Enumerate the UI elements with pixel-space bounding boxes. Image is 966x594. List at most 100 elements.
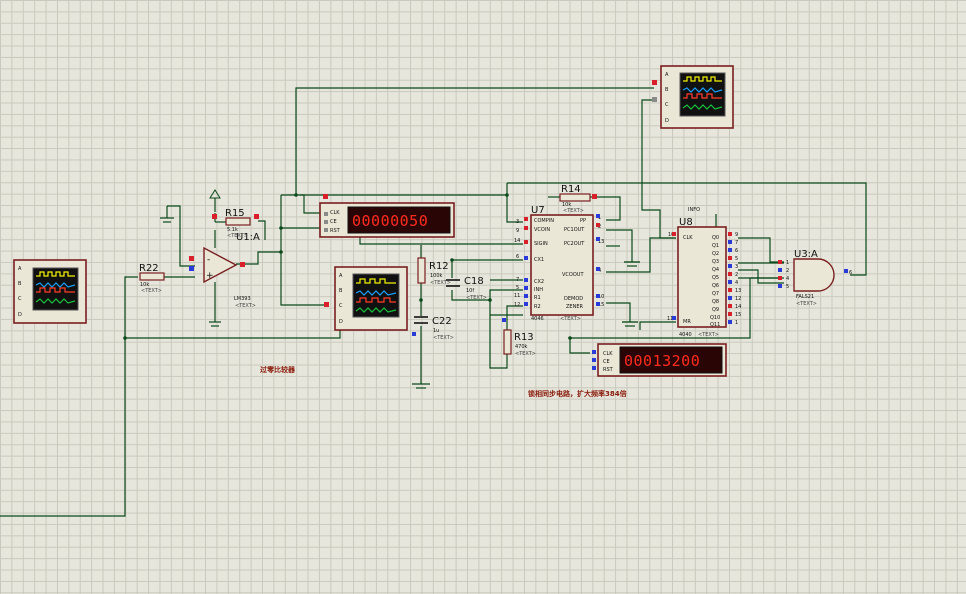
u7-num-10: 10	[598, 294, 604, 300]
u3-in-m3	[778, 276, 782, 280]
u8-q0: Q0	[712, 235, 719, 241]
scope-tr-pin-b: B	[665, 87, 669, 93]
u8-out-m12	[728, 320, 732, 324]
r22-ref: R22	[139, 263, 159, 274]
u7-num-15: 15	[598, 302, 604, 308]
oscilloscope-left[interactable]: A B C D	[13, 259, 87, 324]
u3-pin-5: 5	[786, 284, 789, 290]
counter-top-pin-marker-red	[323, 194, 328, 199]
u1-text: <TEXT>	[235, 303, 256, 309]
u8-num-10: 10	[668, 232, 674, 238]
oscilloscope-middle[interactable]: A B C D	[324, 266, 408, 331]
u1-value: LM393	[234, 296, 251, 302]
u3-pin-4: 4	[786, 276, 789, 282]
counter-bottom-pin-m2	[592, 358, 596, 362]
u7-pin-inh: INH	[534, 287, 543, 293]
u8-out-m10	[728, 304, 732, 308]
u8-q5: Q5	[712, 275, 719, 281]
r15-pin-left	[212, 214, 217, 219]
u7-text: <TEXT>	[560, 316, 581, 322]
u8-num-1: 1	[735, 320, 738, 326]
r13-pin	[502, 318, 506, 322]
r13-ref: R13	[514, 332, 534, 343]
u3-text: <TEXT>	[796, 301, 817, 307]
u8-out-m1	[728, 232, 732, 236]
gate-u3-and[interactable]: U3:A FALS21 <TEXT> 1 2 4 5 6	[778, 249, 852, 307]
u7-pin-pc1out: PC1OUT	[564, 227, 585, 233]
r15-ref: R15	[225, 208, 245, 219]
u3-value: FALS21	[796, 294, 814, 300]
u7-pin-m5	[524, 278, 528, 282]
counter-bottom[interactable]: CLK CE RST 00013200	[592, 343, 727, 377]
u8-q2: Q2	[712, 251, 719, 257]
u8-pin-mr: MR	[683, 319, 691, 325]
r12-text: <TEXT>	[430, 280, 451, 286]
counter-bottom-pin-rst: RST	[603, 367, 614, 373]
r12-value: 100k	[430, 273, 443, 279]
c22-value: 1u	[433, 328, 439, 334]
u7-pin-m8	[524, 302, 528, 306]
resistor-r12[interactable]: R12 100k <TEXT>	[417, 257, 451, 286]
ic-u8-4040[interactable]: U8 INFO CLK MR 10 11 Q0 Q1 Q2 Q3 Q4 Q5 Q…	[667, 207, 741, 338]
u7-ref: U7	[531, 205, 545, 216]
capacitor-c22[interactable]: C22 1u <TEXT>	[412, 316, 454, 341]
u8-out-m7	[728, 280, 732, 284]
r22-value: 10k	[140, 282, 149, 288]
scope-left-pin-d: D	[18, 312, 22, 318]
u8-pin-mr-marker	[672, 316, 676, 320]
u8-num-15: 15	[735, 312, 741, 318]
u7-num-7: 7	[516, 277, 519, 283]
u8-label-top: INFO	[688, 207, 700, 213]
capacitor-c18[interactable]: C18 10f <TEXT>	[446, 276, 487, 301]
u8-q7: Q7	[712, 291, 719, 297]
c22-pin	[412, 332, 416, 336]
opamp-minus-sign: +	[206, 271, 214, 281]
u8-q6: Q6	[712, 283, 719, 289]
ground-symbol-u7	[622, 261, 640, 327]
r13-value: 470k	[515, 344, 528, 350]
counter-top-pin-marker-1	[324, 212, 328, 216]
counter-top[interactable]: CLK CE RST 00000050	[319, 194, 455, 238]
u7-pin-pp: PP	[580, 218, 586, 224]
r15-pin-right	[254, 214, 259, 219]
resistor-r13[interactable]: R13 470k <TEXT>	[502, 318, 536, 357]
opamp-u1[interactable]: - + U1:A LM393 <TEXT>	[189, 189, 260, 327]
u8-out-m5	[728, 264, 732, 268]
u8-out-m6	[728, 272, 732, 276]
r14-text: <TEXT>	[563, 208, 584, 214]
oscilloscope-top-right[interactable]: A B C D	[652, 65, 734, 129]
u7-pin-m2	[524, 226, 528, 230]
u8-q10: Q10	[710, 315, 720, 321]
u7-num-11: 11	[514, 293, 520, 299]
u7-part: 4046	[531, 316, 544, 322]
scope-mid-pin-marker	[324, 302, 329, 307]
c22-text: <TEXT>	[433, 335, 454, 341]
u8-q9: Q9	[712, 307, 719, 313]
u7-pin-cx1: CX1	[534, 257, 544, 263]
counter-top-pin-clk: CLK	[330, 210, 340, 216]
r15-value: 5.1k	[227, 227, 238, 233]
resistor-r22[interactable]: R22 10k <TEXT>	[139, 263, 165, 294]
u7-num-3: 3	[516, 219, 519, 225]
resistor-r14[interactable]: R14 10k <TEXT>	[559, 184, 597, 214]
u7-pin-m3	[524, 240, 528, 244]
counter-top-pin-rst: RST	[330, 228, 341, 234]
scope-tr-pin-m2	[652, 97, 657, 102]
u8-num-13: 13	[735, 288, 741, 294]
u3-pin-2: 2	[786, 268, 789, 274]
u3-in-m4	[778, 284, 782, 288]
opamp-out-pin	[240, 262, 245, 267]
u7-pin-m1	[524, 217, 528, 221]
r14-value: 10k	[562, 202, 571, 208]
u8-part: 4040	[679, 332, 692, 338]
counter-top-pin-marker-3	[324, 228, 328, 232]
resistor-r15[interactable]: R15 5.1k <TEXT>	[212, 208, 259, 239]
u7-pin-vcoin: VCOIN	[534, 227, 550, 233]
c18-ref: C18	[464, 276, 484, 287]
scope-tr-pin-a: A	[665, 72, 669, 78]
u3-pin-6: 6	[849, 270, 852, 276]
note-comparator: 过零比较器	[260, 365, 296, 374]
ic-u7-4046[interactable]: U7 COMPIN VCOIN SIGIN CX1 CX2 INH R1 R2 …	[514, 205, 604, 322]
u8-num-2: 2	[735, 272, 738, 278]
